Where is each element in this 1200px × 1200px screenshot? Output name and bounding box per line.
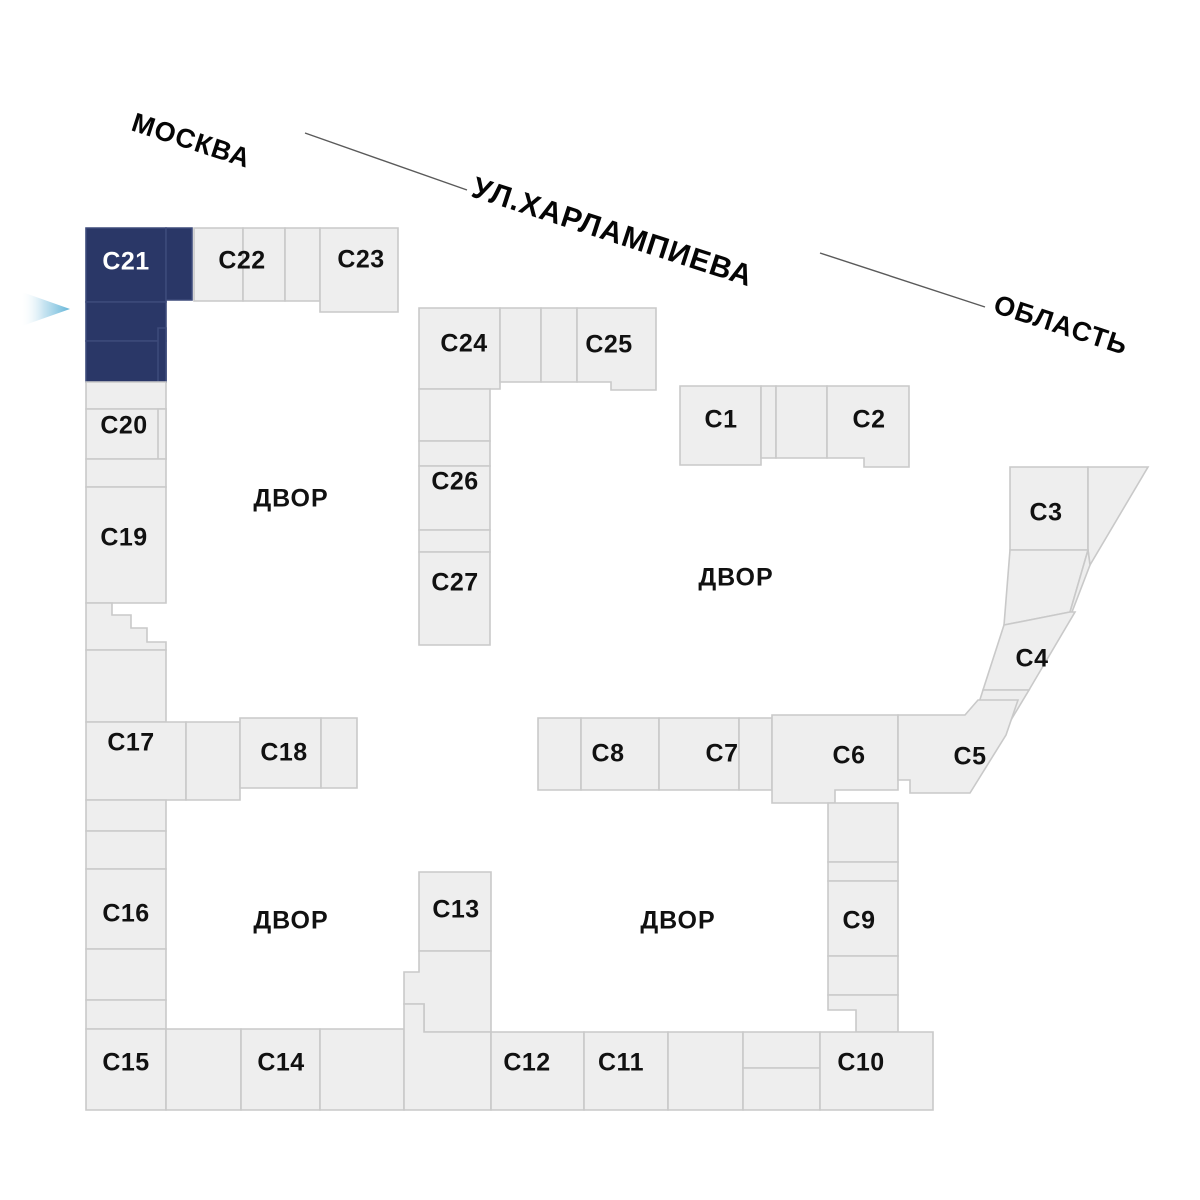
- block-C20-bottom[interactable]: [85, 458, 167, 488]
- block-group-top-row: [85, 227, 399, 383]
- block-C2[interactable]: [826, 385, 910, 468]
- block-C9-bottom1[interactable]: [827, 955, 899, 996]
- block-label-C25: C25: [585, 331, 632, 359]
- block-group-c9: [827, 802, 899, 1033]
- block-C26-mid[interactable]: [418, 440, 491, 467]
- block-label-C17: C17: [107, 729, 154, 757]
- block-label-C6: C6: [833, 742, 866, 770]
- block-label-C7: C7: [706, 740, 739, 768]
- block-group-c18: [239, 717, 358, 789]
- yard-label-top-left: ДВОР: [253, 485, 328, 513]
- block-C21-wing[interactable]: [165, 227, 193, 301]
- block-C9-top[interactable]: [827, 802, 899, 863]
- block-C9-bottom2[interactable]: [827, 994, 899, 1033]
- yard-label-bottom-left: ДВОР: [253, 907, 328, 935]
- block-C27[interactable]: [418, 551, 491, 646]
- block-C19[interactable]: [85, 486, 167, 604]
- street-leader-line-right: [819, 252, 986, 308]
- block-C25-left[interactable]: [540, 307, 578, 383]
- yard-labels: ДВОР ДВОР ДВОР ДВОР: [253, 485, 773, 935]
- block-label-C12: C12: [503, 1049, 550, 1077]
- block-C21-seg3[interactable]: [85, 340, 167, 383]
- street-leader-line-left: [304, 132, 468, 191]
- block-label-C2: C2: [853, 406, 886, 434]
- block-C8-left[interactable]: [537, 717, 582, 791]
- block-C10[interactable]: [819, 1031, 934, 1111]
- block-label-C11: C11: [598, 1049, 644, 1077]
- block-label-C26: C26: [431, 468, 478, 496]
- block-label-C13: C13: [432, 896, 479, 924]
- yard-label-bottom-right: ДВОР: [640, 907, 715, 935]
- block-label-C5: C5: [954, 743, 987, 771]
- yard-label-top-right: ДВОР: [698, 564, 773, 592]
- block-label-C21: C21: [102, 248, 149, 276]
- block-label-C10: C10: [837, 1049, 884, 1077]
- block-label-C19: C19: [100, 524, 147, 552]
- block-C10-left-top[interactable]: [742, 1031, 821, 1069]
- block-C26-top[interactable]: [418, 388, 491, 442]
- block-C14-right[interactable]: [319, 1028, 405, 1111]
- block-C11-right[interactable]: [667, 1031, 744, 1111]
- block-C23[interactable]: [319, 227, 399, 313]
- block-label-C22: C22: [218, 247, 265, 275]
- block-C20-wing[interactable]: [157, 408, 167, 460]
- block-C1-gap[interactable]: [760, 385, 777, 459]
- block-C1[interactable]: [679, 385, 762, 466]
- block-label-C27: C27: [431, 569, 478, 597]
- block-label-C23: C23: [337, 246, 384, 274]
- block-C19-step[interactable]: [85, 602, 167, 651]
- block-label-C16: C16: [102, 900, 149, 928]
- block-label-C18: C18: [260, 739, 307, 767]
- block-group-middle-row: [537, 699, 1020, 804]
- block-C21-seg2[interactable]: [85, 301, 167, 342]
- block-C3-lower[interactable]: [1003, 549, 1090, 626]
- block-C2-left[interactable]: [775, 385, 828, 459]
- block-label-C8: C8: [592, 740, 625, 768]
- block-C10-left-bottom[interactable]: [742, 1067, 821, 1111]
- block-C21-seg4[interactable]: [157, 327, 167, 383]
- block-label-C14: C14: [257, 1049, 304, 1077]
- block-C24-right[interactable]: [499, 307, 542, 383]
- block-group-left-column: [85, 381, 241, 1030]
- block-C3-angle[interactable]: [1087, 466, 1150, 568]
- block-C17-right[interactable]: [185, 721, 241, 801]
- block-C17-top[interactable]: [85, 649, 167, 723]
- block-label-C3: C3: [1030, 499, 1063, 527]
- block-C22-right[interactable]: [284, 227, 321, 302]
- block-group-center-column: [418, 307, 657, 646]
- block-label-C1: C1: [705, 406, 738, 434]
- block-group-c1-c2: [679, 385, 910, 468]
- block-C16-bottom2[interactable]: [85, 999, 167, 1030]
- block-group-c13: [403, 871, 492, 1033]
- block-C16-top1[interactable]: [85, 799, 167, 832]
- direction-label-oblast: ОБЛАСТЬ: [990, 289, 1132, 361]
- block-label-C9: C9: [843, 907, 876, 935]
- block-C20-top[interactable]: [85, 381, 167, 410]
- arrow-right-icon: [22, 292, 70, 326]
- block-C4[interactable]: [981, 611, 1077, 691]
- street-name-label: УЛ.ХАРЛАМПИЕВА: [468, 171, 757, 293]
- block-C16-bottom1[interactable]: [85, 948, 167, 1001]
- block-C16-top2[interactable]: [85, 830, 167, 870]
- block-C24[interactable]: [418, 307, 501, 390]
- block-C9-seg[interactable]: [827, 861, 899, 882]
- direction-label-moscow: МОСКВА: [128, 107, 254, 174]
- block-C27-top[interactable]: [418, 529, 491, 553]
- block-C25[interactable]: [576, 307, 657, 391]
- block-C7-right[interactable]: [738, 717, 773, 791]
- block-C18-right[interactable]: [320, 717, 358, 789]
- block-labels: C21 C22 C23 C24 C25 C1 C2 C3 C4 C5 C6 C7…: [100, 246, 1062, 1077]
- selection-arrow-marker: [22, 292, 70, 326]
- block-label-C4: C4: [1016, 645, 1049, 673]
- block-label-C15: C15: [102, 1049, 149, 1077]
- block-C15-right[interactable]: [165, 1028, 242, 1111]
- block-group-bottom-row: [85, 1003, 934, 1111]
- block-C5[interactable]: [897, 699, 1020, 794]
- block-label-C24: C24: [440, 330, 487, 358]
- block-label-C20: C20: [100, 412, 147, 440]
